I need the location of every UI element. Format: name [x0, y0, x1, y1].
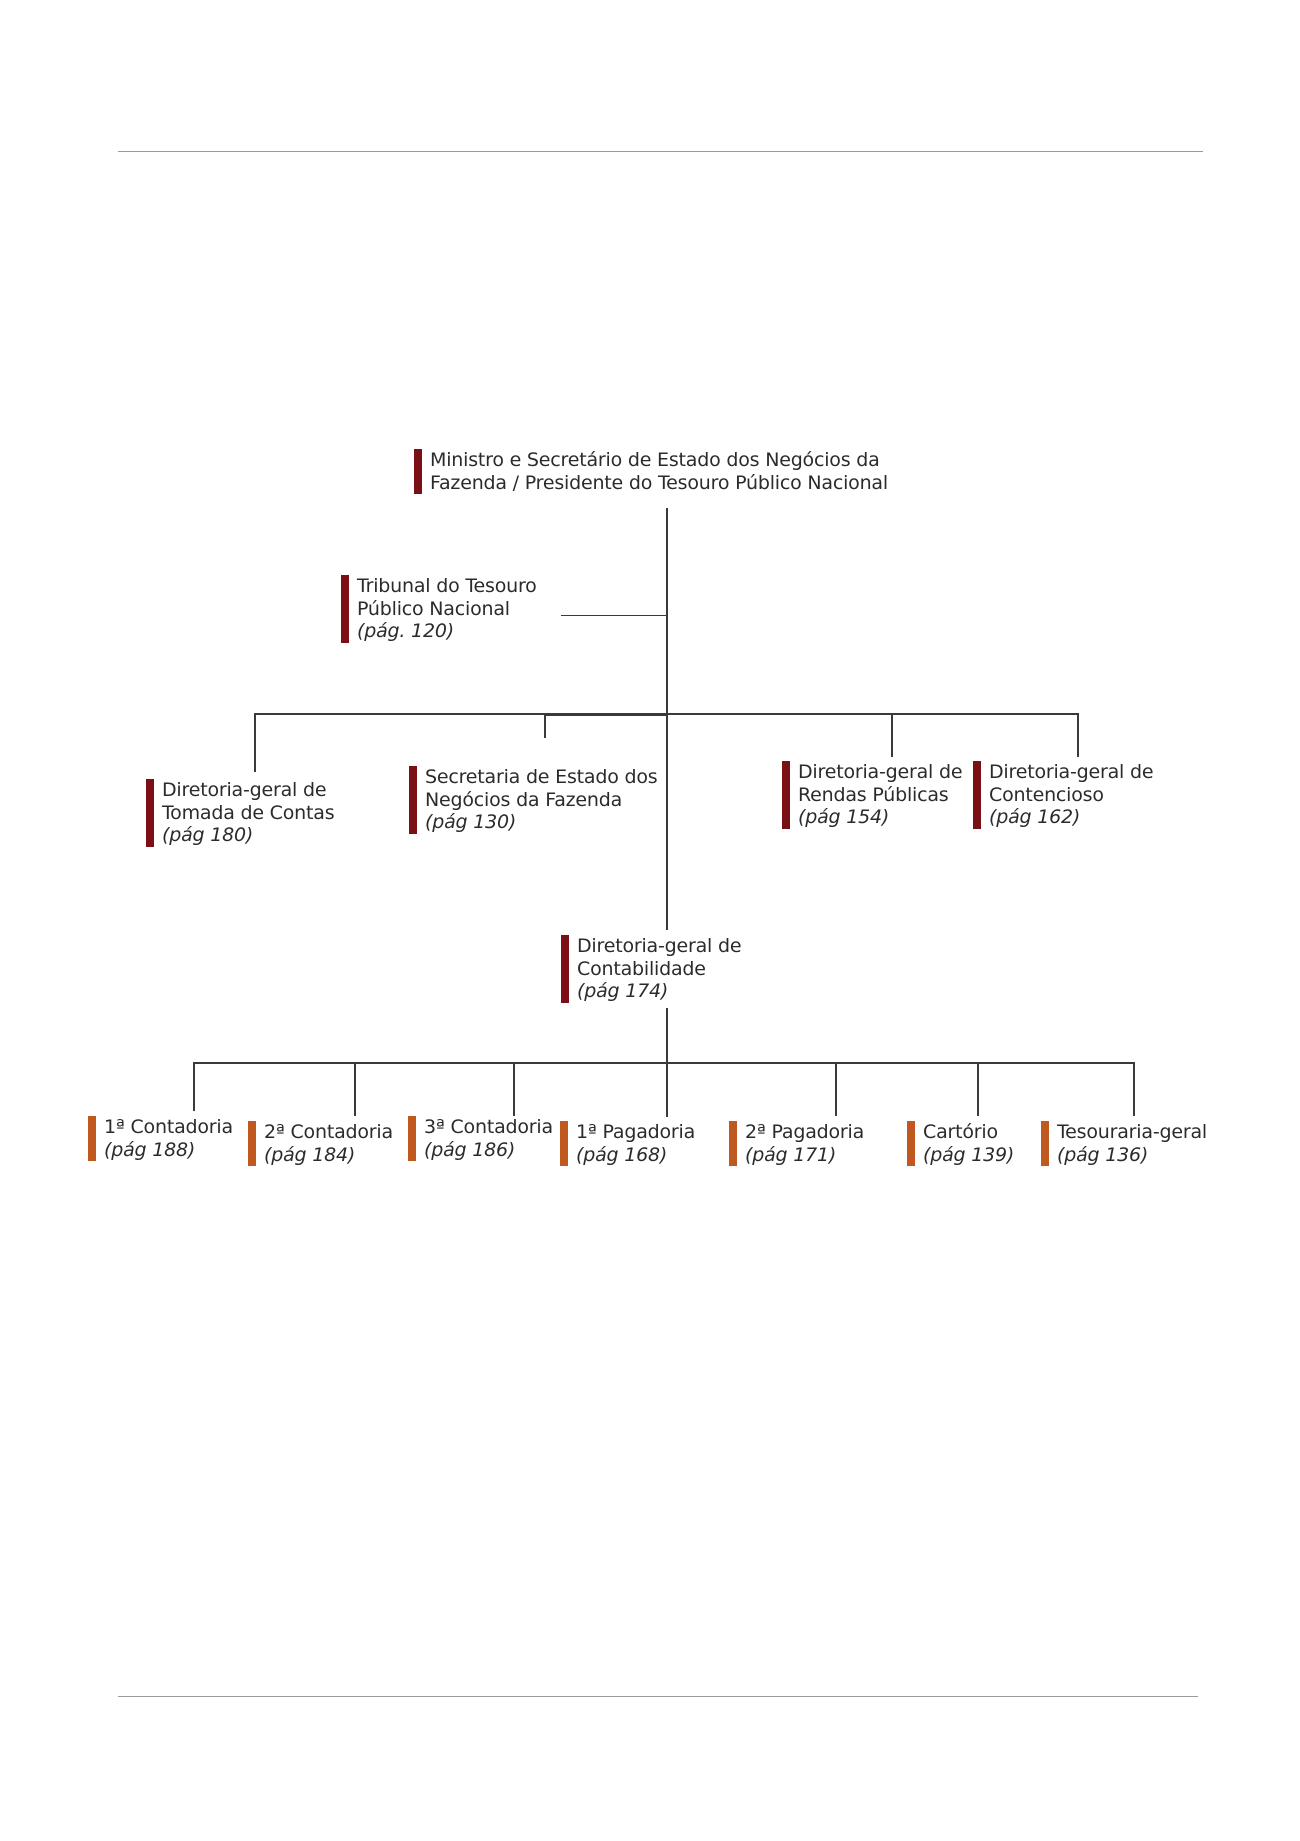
subunit-page-ref: (pág 186): [424, 1138, 516, 1161]
node-text: Tribunal do Tesouro Público Nacional (pá…: [357, 575, 537, 643]
subunit-label: 1ª Contadoria: [104, 1116, 233, 1138]
subunit-label: Cartório: [923, 1121, 998, 1143]
node-line: Rendas Públicas: [798, 783, 949, 806]
node-page-ref: (pág. 120): [357, 620, 454, 642]
subunit-page-ref: (pág 188): [104, 1138, 196, 1161]
node-line: Ministro e Secretário de Estado dos Negó…: [430, 449, 880, 471]
subunit-label: 1ª Pagadoria: [576, 1121, 696, 1143]
node-line: Tomada de Contas: [162, 801, 335, 824]
subunit-7: Tesouraria-geral (pág 136): [1041, 1121, 1207, 1166]
drop-sub-4: [666, 1062, 668, 1117]
drop-sub-2: [354, 1062, 356, 1116]
subunit-text: 1ª Pagadoria (pág 168): [576, 1121, 695, 1166]
subunit-text: 2ª Pagadoria (pág 171): [745, 1121, 864, 1166]
bottom-rule: [118, 1696, 1198, 1697]
subunit-2: 2ª Contadoria (pág 184): [248, 1121, 393, 1166]
node-tribunal: Tribunal do Tesouro Público Nacional (pá…: [341, 575, 537, 643]
drop-sub-3: [513, 1062, 515, 1116]
node-text: Diretoria-geral de Rendas Públicas (pág …: [798, 761, 963, 829]
node-contencioso: Diretoria-geral de Contencioso (pág 162): [973, 761, 1154, 829]
drop-sub-5: [835, 1062, 837, 1116]
node-page-ref: (pág 154): [798, 806, 890, 828]
node-line: Tribunal do Tesouro: [357, 575, 537, 597]
node-text: Secretaria de Estado dos Negócios da Faz…: [425, 766, 658, 834]
node-tomada: Diretoria-geral de Tomada de Contas (pág…: [146, 779, 335, 847]
drop-secretaria: [544, 713, 546, 738]
subunit-page-ref: (pág 139): [923, 1143, 1015, 1166]
node-bar: [973, 761, 981, 829]
drop-contencioso: [1077, 713, 1079, 757]
contabilidade-stem: [666, 1008, 668, 1063]
subunit-1: 1ª Contadoria (pág 188): [88, 1116, 233, 1161]
node-text: Diretoria-geral de Contencioso (pág 162): [989, 761, 1154, 829]
node-line: Fazenda / Presidente do Tesouro Público …: [430, 471, 888, 494]
drop-sub-7: [1133, 1062, 1135, 1116]
subunit-text: 2ª Contadoria (pág 184): [264, 1121, 393, 1166]
subunit-bar: [248, 1121, 256, 1166]
node-contabilidade: Diretoria-geral de Contabilidade (pág 17…: [561, 935, 742, 1003]
node-page-ref: (pág 130): [425, 811, 517, 833]
subunit-page-ref: (pág 168): [576, 1143, 668, 1166]
level2-hbar: [193, 1062, 1135, 1064]
subunit-text: 3ª Contadoria (pág 186): [424, 1116, 553, 1161]
drop-sub-1: [193, 1062, 195, 1111]
node-rendas: Diretoria-geral de Rendas Públicas (pág …: [782, 761, 963, 829]
node-line: Diretoria-geral de: [989, 761, 1154, 783]
subunit-label: 2ª Contadoria: [264, 1121, 393, 1143]
drop-rendas: [891, 713, 893, 757]
subunit-text: Cartório (pág 139): [923, 1121, 1014, 1166]
subunit-3: 3ª Contadoria (pág 186): [408, 1116, 553, 1161]
subunit-5: 2ª Pagadoria (pág 171): [729, 1121, 864, 1166]
subunit-4: 1ª Pagadoria (pág 168): [560, 1121, 695, 1166]
subunit-page-ref: (pág 184): [264, 1143, 356, 1166]
node-bar: [414, 449, 422, 494]
node-bar: [561, 935, 569, 1003]
node-line: Contencioso: [989, 783, 1104, 806]
subunit-text: Tesouraria-geral (pág 136): [1057, 1121, 1207, 1166]
drop-tomada: [254, 713, 256, 772]
subunit-bar: [408, 1116, 416, 1161]
node-bar: [341, 575, 349, 643]
subunit-label: 2ª Pagadoria: [745, 1121, 865, 1143]
subunit-page-ref: (pág 136): [1057, 1143, 1149, 1166]
subunit-bar: [907, 1121, 915, 1166]
subunit-text: 1ª Contadoria (pág 188): [104, 1116, 233, 1161]
node-text: Ministro e Secretário de Estado dos Negó…: [430, 449, 888, 494]
node-line: Público Nacional: [357, 597, 510, 620]
node-line: Secretaria de Estado dos: [425, 766, 658, 788]
drop-sub-6: [977, 1062, 979, 1116]
level1-hbar-thick: [544, 713, 667, 716]
node-line: Contabilidade: [577, 957, 706, 980]
node-ministro: Ministro e Secretário de Estado dos Negó…: [414, 449, 888, 494]
subunit-bar: [729, 1121, 737, 1166]
node-text: Diretoria-geral de Tomada de Contas (pág…: [162, 779, 335, 847]
node-text: Diretoria-geral de Contabilidade (pág 17…: [577, 935, 742, 1003]
top-rule: [118, 151, 1203, 152]
subunit-page-ref: (pág 171): [745, 1143, 837, 1166]
trunk-line: [666, 508, 668, 930]
node-page-ref: (pág 162): [989, 806, 1081, 828]
node-page-ref: (pág 180): [162, 824, 254, 846]
node-bar: [146, 779, 154, 847]
subunit-label: 3ª Contadoria: [424, 1116, 553, 1138]
node-secretaria: Secretaria de Estado dos Negócios da Faz…: [409, 766, 658, 834]
subunit-bar: [1041, 1121, 1049, 1166]
node-bar: [782, 761, 790, 829]
node-line: Diretoria-geral de: [162, 779, 327, 801]
subunit-bar: [560, 1121, 568, 1166]
subunit-label: Tesouraria-geral: [1057, 1121, 1207, 1143]
tribunal-link: [561, 615, 667, 616]
node-bar: [409, 766, 417, 834]
node-page-ref: (pág 174): [577, 980, 669, 1002]
node-line: Diretoria-geral de: [798, 761, 963, 783]
node-line: Negócios da Fazenda: [425, 788, 623, 811]
node-line: Diretoria-geral de: [577, 935, 742, 957]
subunit-bar: [88, 1116, 96, 1161]
subunit-6: Cartório (pág 139): [907, 1121, 1014, 1166]
